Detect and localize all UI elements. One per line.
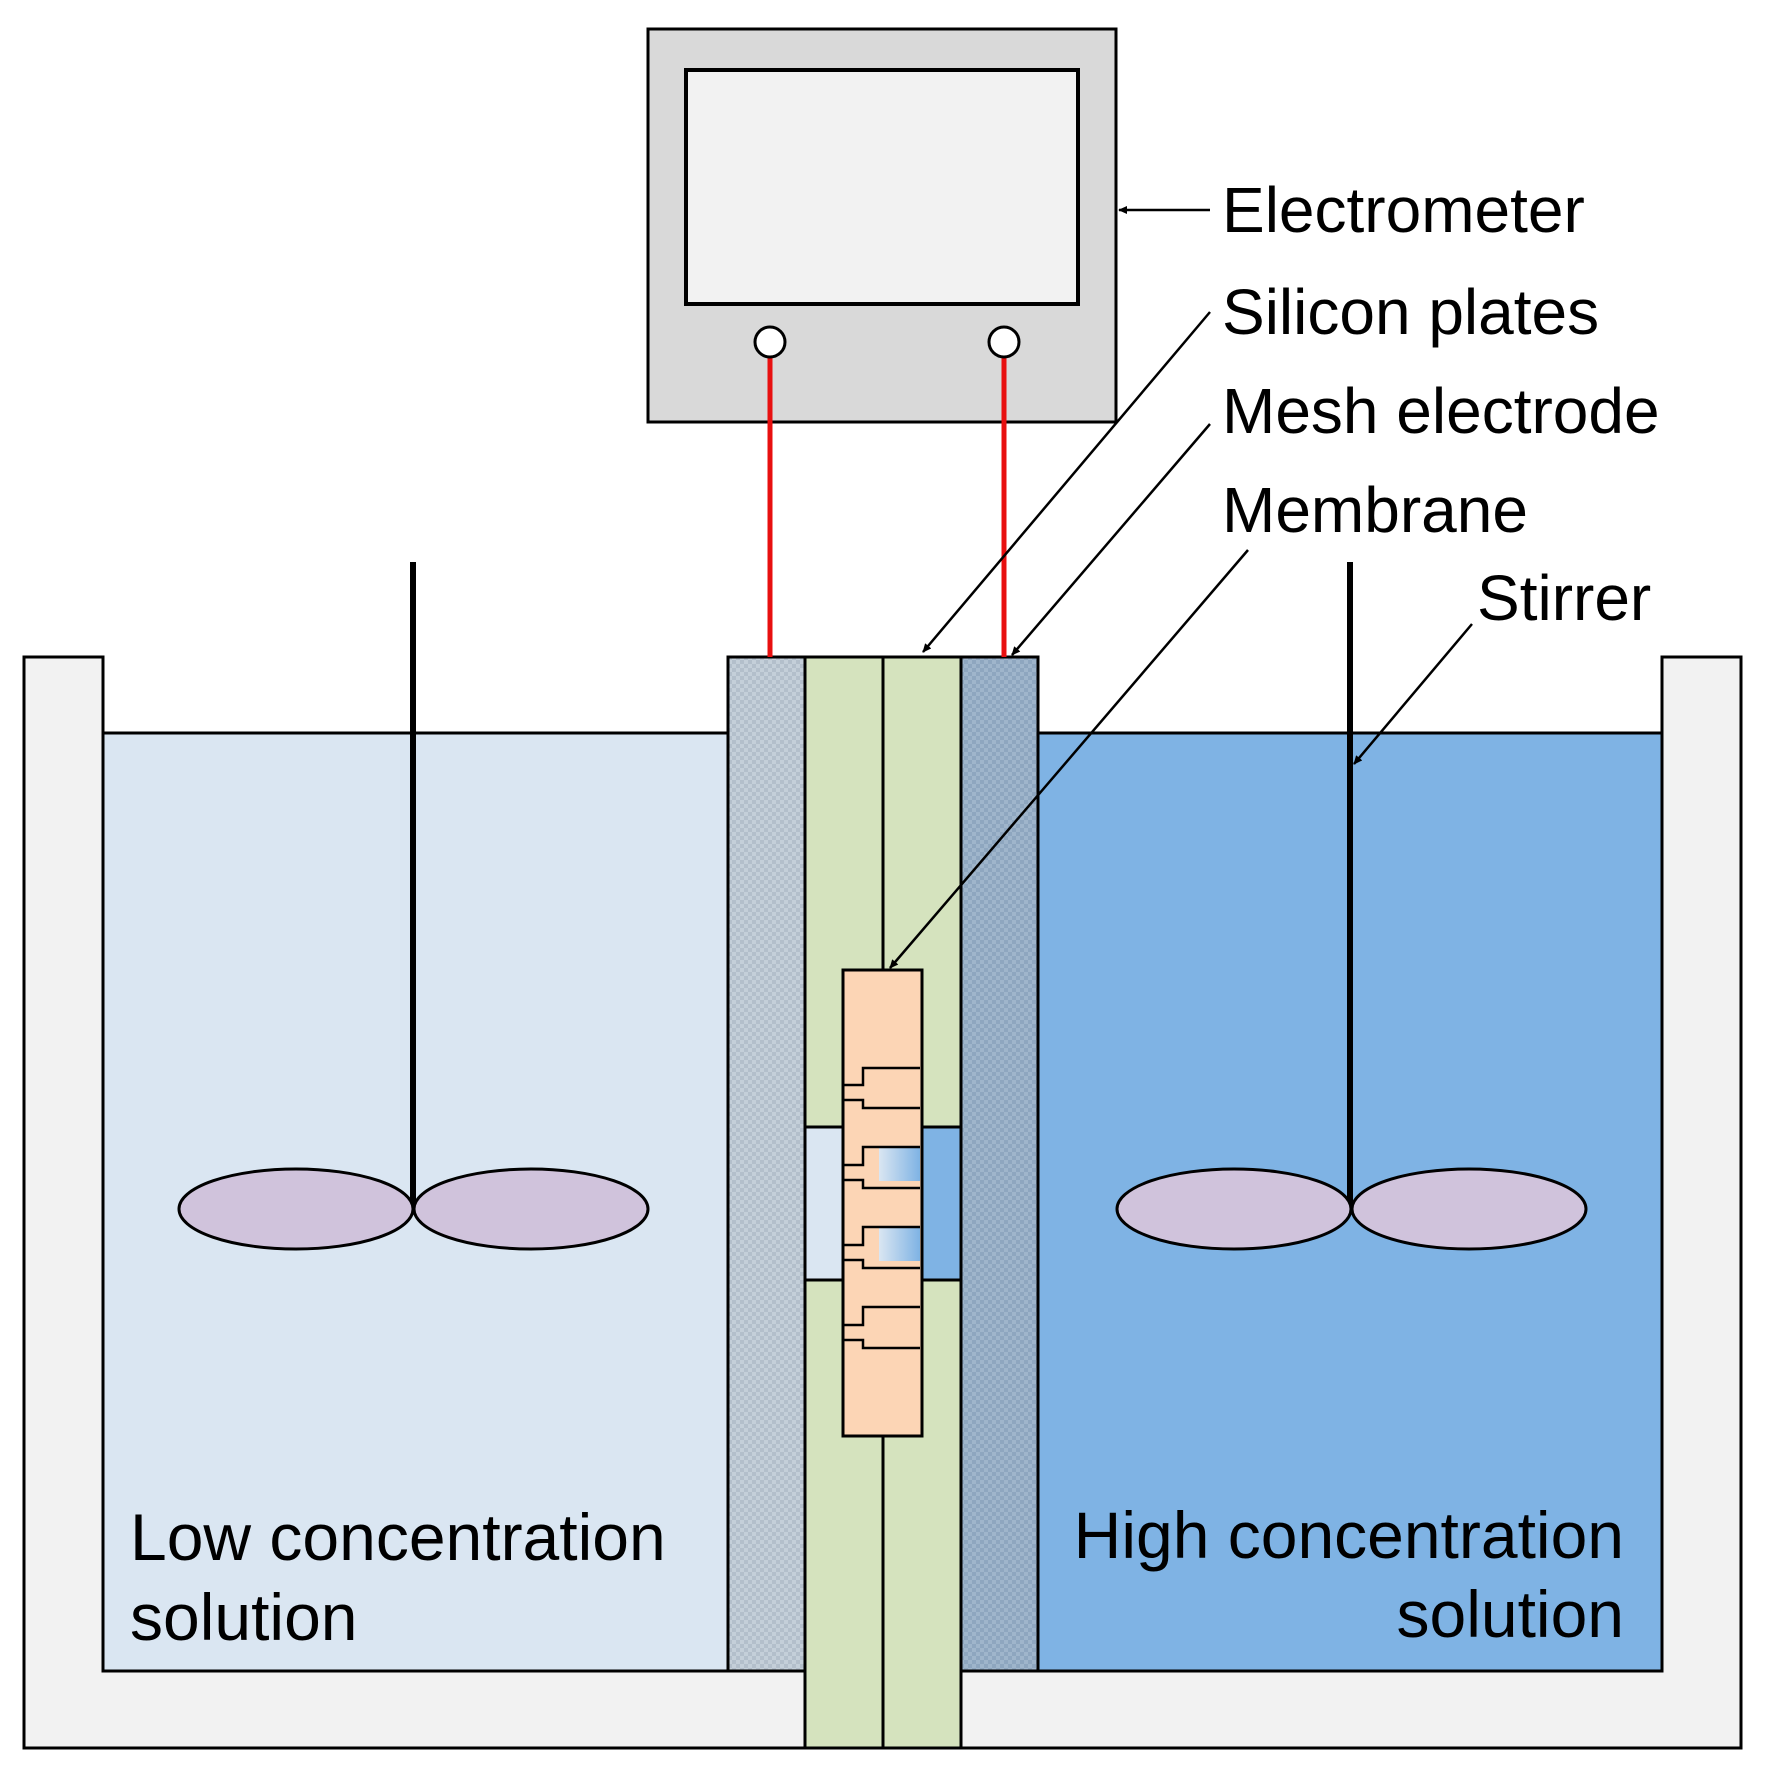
label-high-solution-line2: solution [1397,1577,1625,1651]
label-electrometer: Electrometer [1222,174,1585,246]
callout-line-mesh-electrode [1011,423,1211,656]
channel-high-side [916,1125,963,1282]
terminal-left [753,325,787,359]
channel-low-side [803,1125,845,1282]
mesh-electrode-left [726,655,807,1673]
callout-line-stirrer [1353,623,1473,765]
label-high-solution-line1: High concentration [1074,1498,1624,1572]
mesh-electrode-right [959,655,1040,1673]
label-mesh-electrode: Mesh electrode [1222,375,1660,447]
membrane-steps [843,1066,920,1350]
membrane-pore-2 [879,1227,920,1261]
callout-line-membrane [889,549,1249,969]
terminal-right [987,325,1021,359]
label-low-solution-line2: solution [130,1580,358,1654]
label-low-solution-line1: Low concentration [130,1500,666,1574]
stirrer-left [177,562,650,1251]
stirrer-right [1115,562,1588,1251]
callout-line-silicon-plates [922,311,1211,653]
membrane-holder [841,968,924,1438]
electrometer-screen [684,68,1080,306]
label-membrane: Membrane [1222,474,1528,546]
label-stirrer: Stirrer [1477,562,1651,634]
membrane-pore-1 [879,1147,920,1181]
label-silicon-plates: Silicon plates [1222,276,1599,348]
